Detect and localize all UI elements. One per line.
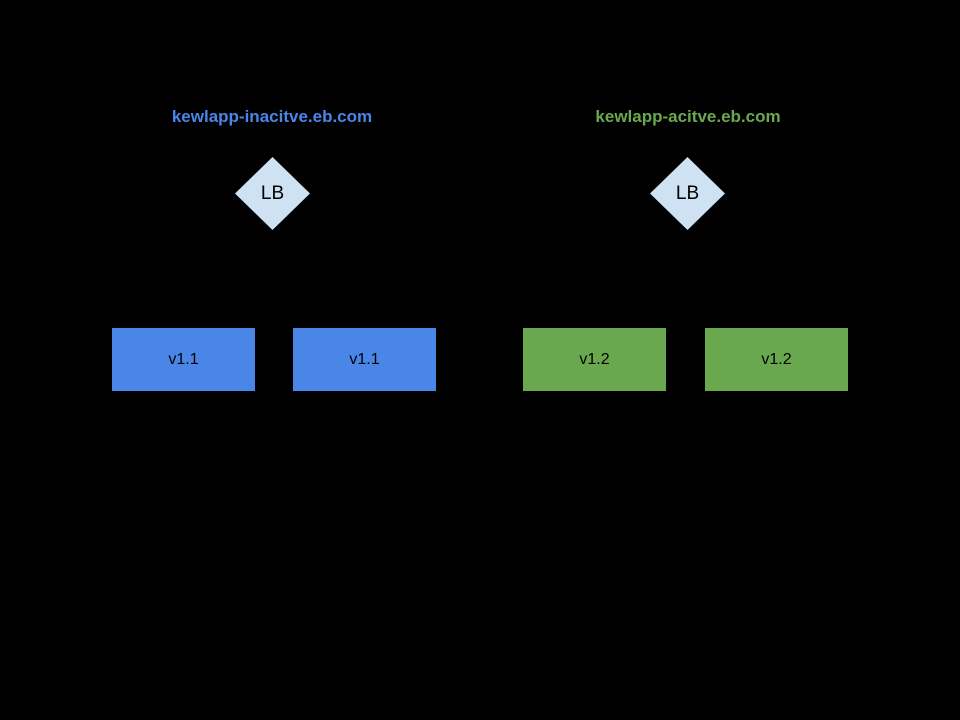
lb-label: LB [260,183,285,204]
dns-label-inactive: kewlapp-inacitve.eb.com [171,107,373,126]
lb-label: LB [675,183,700,204]
instance-box-active-1: v1.2 [521,326,668,393]
load-balancer-diamond-inactive: LB [235,157,310,230]
instance-box-active-2: v1.2 [703,326,850,393]
load-balancer-diamond-active: LB [650,157,725,230]
instance-box-inactive-2: v1.1 [291,326,438,393]
dns-label-active: kewlapp-acitve.eb.com [595,107,781,126]
instance-box-inactive-1: v1.1 [110,326,257,393]
